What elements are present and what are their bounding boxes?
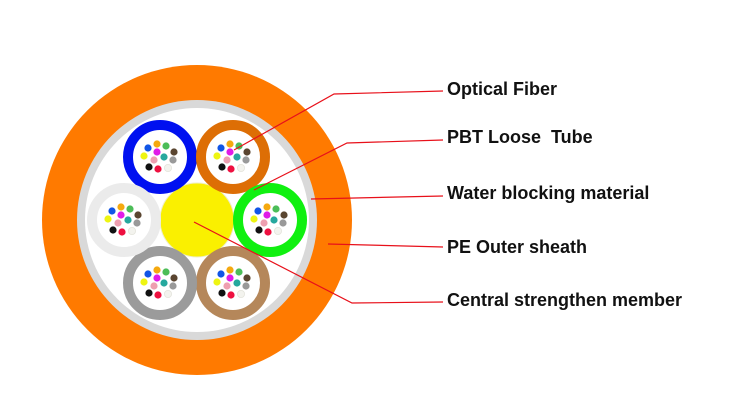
fiber-pink bbox=[150, 282, 158, 290]
fiber-white bbox=[163, 163, 172, 172]
label-pbt-loose-tube: PBT Loose Tube bbox=[447, 127, 593, 147]
fiber-black bbox=[255, 226, 263, 234]
fiber-orange bbox=[263, 203, 271, 211]
fiber-white bbox=[163, 289, 172, 298]
fiber-red bbox=[227, 165, 235, 173]
cable-body bbox=[42, 65, 352, 375]
fiber-brown bbox=[170, 148, 178, 156]
fiber-slate bbox=[169, 156, 177, 164]
fiber-brown bbox=[170, 274, 178, 282]
brown-tube bbox=[196, 246, 270, 320]
fiber-black bbox=[218, 163, 226, 171]
fiber-slate bbox=[279, 219, 287, 227]
fiber-orange bbox=[226, 266, 234, 274]
loose-tube-ring bbox=[196, 120, 270, 194]
label-optical-fiber: Optical Fiber bbox=[447, 79, 557, 99]
fiber-brown bbox=[280, 211, 288, 219]
fiber-blue bbox=[217, 144, 225, 152]
fiber-orange bbox=[117, 203, 125, 211]
fiber-blue bbox=[217, 270, 225, 278]
fiber-red bbox=[264, 228, 272, 236]
label-water-blocking-material: Water blocking material bbox=[447, 183, 649, 203]
fiber-white bbox=[273, 226, 282, 235]
leader-line-central-member bbox=[193, 221, 444, 304]
fiber-pink bbox=[260, 219, 268, 227]
fiber-aqua bbox=[160, 153, 168, 161]
labels: Optical Fiber PBT Loose Tube Water block… bbox=[447, 79, 682, 310]
fiber-orange bbox=[226, 140, 234, 148]
fiber-aqua bbox=[233, 279, 241, 287]
fiber-blue bbox=[254, 207, 262, 215]
fiber-aqua bbox=[270, 216, 278, 224]
orange-tube bbox=[196, 120, 270, 194]
fiber-slate bbox=[133, 219, 141, 227]
loose-tube-ring bbox=[196, 246, 270, 320]
fiber-green bbox=[162, 142, 170, 150]
fiber-blue bbox=[108, 207, 116, 215]
fiber-black bbox=[218, 289, 226, 297]
fiber-white bbox=[127, 226, 136, 235]
fiber-blue bbox=[144, 270, 152, 278]
fiber-slate bbox=[242, 282, 250, 290]
fiber-orange bbox=[153, 140, 161, 148]
fiber-violet bbox=[263, 211, 271, 219]
fiber-green bbox=[126, 205, 134, 213]
leader-line-pe-outer-sheath bbox=[327, 243, 444, 248]
fiber-violet bbox=[226, 148, 234, 156]
fiber-red bbox=[118, 228, 126, 236]
fiber-green bbox=[272, 205, 280, 213]
loose-tube-ring bbox=[123, 246, 197, 320]
fiber-aqua bbox=[124, 216, 132, 224]
fiber-yellow bbox=[213, 152, 221, 160]
leader-lines bbox=[193, 90, 444, 304]
leader-line-pbt-loose-tube bbox=[253, 139, 444, 191]
fiber-pink bbox=[114, 219, 122, 227]
fiber-aqua bbox=[160, 279, 168, 287]
fiber-orange bbox=[153, 266, 161, 274]
fiber-yellow bbox=[140, 152, 148, 160]
fiber-pink bbox=[150, 156, 158, 164]
fiber-violet bbox=[153, 148, 161, 156]
fiber-red bbox=[227, 291, 235, 299]
fiber-violet bbox=[153, 274, 161, 282]
fiber-pink bbox=[223, 156, 231, 164]
central-strengthen-member bbox=[159, 182, 235, 258]
label-pe-outer-sheath: PE Outer sheath bbox=[447, 237, 587, 257]
fiber-white bbox=[236, 289, 245, 298]
fiber-yellow bbox=[213, 278, 221, 286]
green-tube bbox=[233, 183, 307, 257]
leader-line-water-blocking bbox=[310, 195, 444, 200]
fiber-white bbox=[236, 163, 245, 172]
fiber-red bbox=[154, 165, 162, 173]
fiber-brown bbox=[134, 211, 142, 219]
fiber-yellow bbox=[104, 215, 112, 223]
fiber-black bbox=[145, 289, 153, 297]
leader-line-optical-fiber bbox=[233, 90, 444, 151]
label-central-strengthen-member: Central strengthen member bbox=[447, 290, 682, 310]
fiber-green bbox=[235, 268, 243, 276]
fiber-violet bbox=[226, 274, 234, 282]
fiber-yellow bbox=[140, 278, 148, 286]
fiber-slate bbox=[169, 282, 177, 290]
loose-tube-ring bbox=[233, 183, 307, 257]
fiber-brown bbox=[243, 148, 251, 156]
fiber-pink bbox=[223, 282, 231, 290]
fiber-slate bbox=[242, 156, 250, 164]
loose-tube-ring bbox=[123, 120, 197, 194]
grey-tube bbox=[123, 246, 197, 320]
fiber-blue bbox=[144, 144, 152, 152]
fiber-green bbox=[162, 268, 170, 276]
fiber-brown bbox=[243, 274, 251, 282]
white-tube bbox=[87, 183, 161, 257]
fiber-violet bbox=[117, 211, 125, 219]
fiber-red bbox=[154, 291, 162, 299]
fiber-yellow bbox=[250, 215, 258, 223]
fiber-black bbox=[145, 163, 153, 171]
loose-tube-ring bbox=[87, 183, 161, 257]
blue-tube bbox=[123, 120, 197, 194]
fiber-black bbox=[109, 226, 117, 234]
fiber-aqua bbox=[233, 153, 241, 161]
